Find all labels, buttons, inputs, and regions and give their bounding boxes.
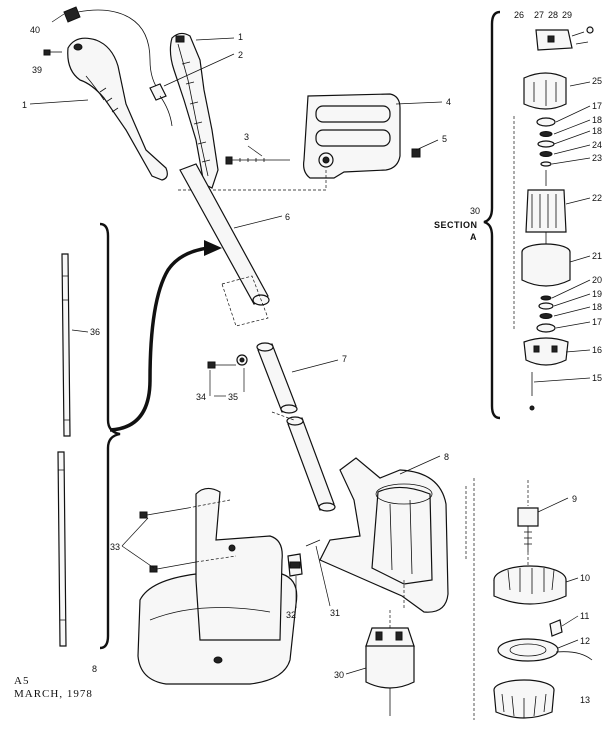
callout-27: 27 [534,10,544,20]
callout-25: 25 [592,76,602,86]
callout-30-section: 30 [470,206,480,216]
callout-29: 29 [562,10,572,20]
screws-33 [139,499,237,573]
callout-8-housing: 8 [444,452,449,462]
callout-30-motor: 30 [334,670,344,680]
upper-shaft-6 [179,163,270,327]
callout-9: 9 [572,494,577,504]
switch-2 [149,83,173,127]
callout-15: 15 [592,373,602,383]
callout-12: 12 [580,636,590,646]
callout-32: 32 [286,610,296,620]
screw-34 [207,361,236,369]
callout-16: 16 [592,345,602,355]
motor-housing-8 [319,457,449,613]
callout-6: 6 [285,212,290,222]
callout-labels: 40 39 1 1 2 3 4 5 6 7 8 8 9 10 11 12 13 … [14,10,602,705]
callout-36: 36 [90,327,100,337]
bolt-3 [225,156,290,165]
leader-lines [29,37,591,675]
callout-31: 31 [330,608,340,618]
motor-assembly-30 [365,610,415,716]
screw-31 [305,539,321,547]
footer-date: MARCH, 1978 [14,688,93,700]
callout-11: 11 [580,611,589,621]
callout-3: 3 [244,132,249,142]
section-a-brace [483,10,501,420]
callout-35: 35 [228,392,238,402]
callout-39: 39 [32,65,42,75]
grass-shield [137,487,298,685]
section-label-line1: SECTION [434,220,478,230]
handle-left-half [67,37,168,181]
callout-26: 26 [514,10,524,20]
callout-23: 23 [592,153,602,163]
callout-18-c: 18 [592,302,602,312]
callout-21: 21 [592,251,602,261]
callout-10: 10 [580,573,590,583]
callout-18-a: 18 [592,115,602,125]
callout-33: 33 [110,542,120,552]
callout-5: 5 [442,134,447,144]
auxiliary-handle-4 [176,93,401,191]
left-brace [99,222,121,650]
callout-40: 40 [30,25,40,35]
callout-8-left: 8 [92,664,97,674]
washer-35 [236,354,248,366]
footer-code: A5 [14,675,29,687]
handle-right-half [169,32,219,189]
screw-39 [43,49,62,56]
callout-22: 22 [592,193,602,203]
section-a-parts [513,26,594,411]
callout-17-bottom: 17 [592,317,602,327]
callout-17-top: 17 [592,101,602,111]
callout-1-right: 1 [238,32,243,42]
callout-1-left: 1 [22,100,27,110]
power-cord [51,6,161,93]
lower-shaft-7 [256,342,336,512]
callout-24: 24 [592,140,602,150]
callout-2: 2 [238,50,243,60]
section-label-line2: A [470,232,477,242]
clip-32 [287,553,303,577]
nut-5 [411,148,421,158]
callout-20: 20 [592,275,602,285]
callout-4: 4 [446,97,451,107]
callout-28: 28 [548,10,558,20]
callout-7: 7 [342,354,347,364]
cutter-assembly [465,478,593,720]
extension-rod-36 [57,253,89,647]
callout-19: 19 [592,289,602,299]
callout-18-b: 18 [592,126,602,136]
callout-34: 34 [196,392,206,402]
callout-13: 13 [580,695,590,705]
assembly-arrow [109,240,222,432]
